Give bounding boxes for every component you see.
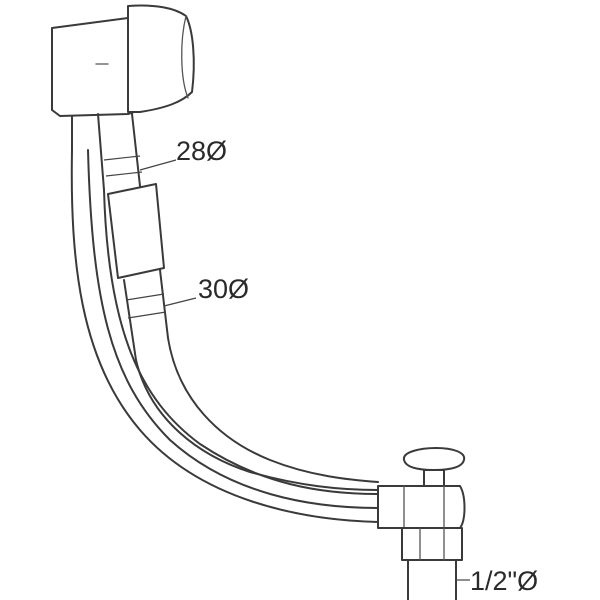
curved-hoses (70, 149, 379, 523)
dim30-tick-bottom (127, 311, 167, 319)
housing-back-body (51, 17, 141, 117)
lower-tube (123, 269, 197, 361)
drain-assembly (377, 447, 470, 600)
drain-outlet-nut (401, 527, 463, 561)
sleeve-body (107, 183, 165, 279)
dim28-tick-top (103, 155, 141, 161)
hose-right-edge-b (167, 337, 379, 483)
dim28-tick-bottom (105, 171, 143, 177)
upper-tube (71, 113, 177, 191)
knob-rim (181, 15, 189, 99)
tube-edge-right-b (159, 269, 169, 339)
tube-edge-mid-a (97, 113, 105, 191)
dim30-tick-top (125, 293, 165, 301)
drain-plug-cap (402, 447, 466, 471)
dimension-label-half-inch: 1/2"Ø (470, 566, 538, 596)
overflow-housing (51, 4, 195, 117)
dim28-leader (139, 159, 177, 171)
hose-inner-edge-b (103, 189, 379, 495)
hose-outer-edge (70, 149, 379, 523)
dim30-leader (163, 297, 197, 307)
dimension-label-28: 28Ø (176, 136, 227, 166)
drain-body (377, 485, 466, 529)
drain-plug-stem (423, 469, 445, 487)
overflow-knob (127, 4, 195, 113)
dimension-label-30: 30Ø (198, 274, 249, 304)
tube-edge-right-a (131, 113, 141, 187)
hose-right-edge (135, 359, 379, 491)
tube-edge-mid-b (123, 279, 137, 361)
hose-inner-edge-a (87, 149, 379, 509)
connector-sleeve (107, 183, 165, 279)
